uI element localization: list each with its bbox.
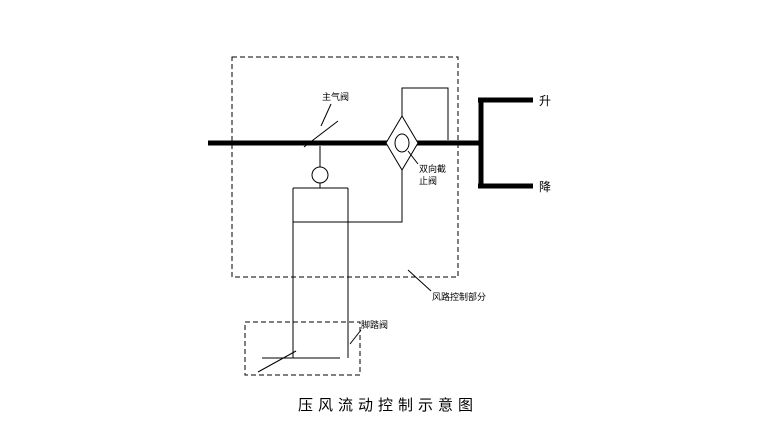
shuttle-valve-ball	[394, 133, 410, 153]
main-valve-leader-line	[320, 103, 332, 127]
foot-valve-label: 脚踏阀	[361, 319, 388, 330]
raise-label: 升	[539, 94, 551, 108]
shuttle-valve-leader-line	[407, 150, 419, 165]
foot-valve-leader-line	[349, 329, 362, 345]
shuttle-valve-label-line1: 双向截	[419, 163, 446, 174]
main-valve-lever	[303, 120, 339, 148]
shuttle-valve-label-line2: 止阀	[419, 175, 437, 186]
pilot-line-bottom	[348, 170, 403, 223]
control-section-border	[231, 56, 459, 278]
lower-label: 降	[539, 180, 551, 194]
pilot-line-top	[401, 87, 449, 140]
pilot-valve-circle	[311, 166, 329, 184]
diagram-title: 压风流动控制示意图	[298, 396, 478, 414]
foot-valve-border	[244, 321, 361, 376]
air-circuit-leader-line	[407, 269, 432, 292]
pedal-lever	[257, 350, 297, 373]
main-valve-label: 主气阀	[322, 91, 349, 102]
air-circuit-label: 风路控制部分	[432, 291, 486, 302]
